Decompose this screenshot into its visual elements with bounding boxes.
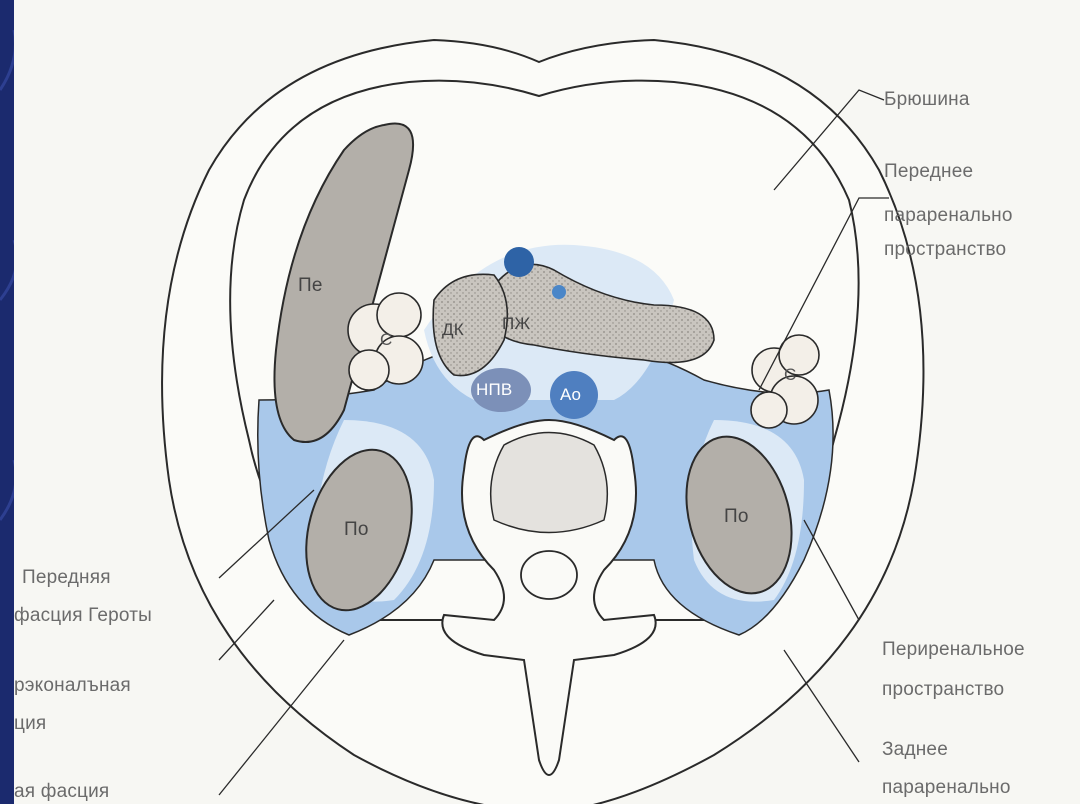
vessel-smv [552, 285, 566, 299]
diagram-panel: Пе ПЖ ДК НПВ Ао С С По По Брюшина Передн… [14, 0, 1080, 804]
label-posterior-pararenal-1: Заднее [882, 738, 948, 762]
label-perirenal-1: Периренальное [882, 638, 1025, 662]
organ-label-colon-right: С [380, 328, 392, 352]
label-perirenal-2: пространство [882, 678, 1004, 702]
vessel-sma [504, 247, 534, 277]
organ-label-duodenum: ДК [442, 318, 464, 342]
organ-label-kidney-right: По [344, 518, 369, 542]
label-peritoneum: Брюшина [884, 88, 970, 112]
label-anterior-pararenal-1: Переднее [884, 160, 973, 184]
label-anterior-gerota-2: фасция Героты [14, 604, 152, 628]
organ-label-kidney-left: По [724, 505, 749, 529]
organ-label-liver: Пе [298, 274, 323, 298]
label-posterior-fascia: ая фасция [14, 780, 109, 804]
organ-label-pancreas: ПЖ [502, 312, 530, 336]
organ-label-colon-left: С [784, 363, 796, 387]
organ-label-aorta: Ао [560, 383, 581, 407]
label-posterior-pararenal-2: параренально [882, 776, 1011, 800]
label-anterior-pararenal-3: пространство [884, 238, 1006, 262]
label-anterior-gerota-1: Передняя [22, 566, 111, 590]
label-anterior-pararenal-2: параренально [884, 204, 1013, 228]
label-lateroconal-2: ция [14, 712, 46, 736]
organ-label-ivc: НПВ [476, 378, 512, 402]
label-lateroconal-1: рэконалъная [14, 674, 131, 698]
